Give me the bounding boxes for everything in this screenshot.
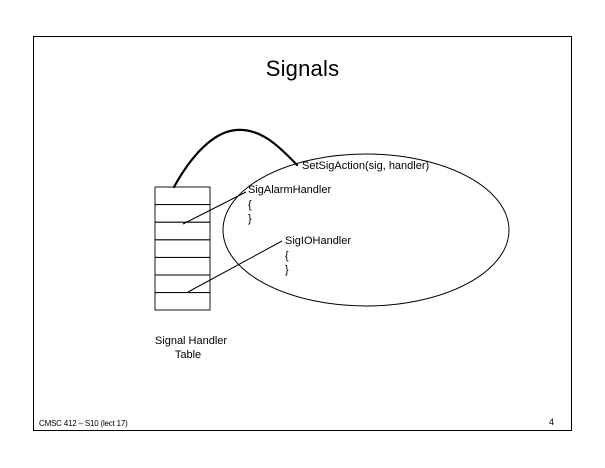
pointer-line-alarm — [182, 191, 247, 225]
handler1-name: SigAlarmHandler — [248, 184, 331, 196]
signal-handler-table — [154, 186, 211, 311]
slide-page-number: 4 — [549, 417, 555, 427]
table-row — [154, 239, 211, 258]
handler2-open-brace: { — [285, 250, 289, 262]
table-row — [154, 274, 211, 294]
slide-frame — [33, 36, 572, 431]
setsigaction-call-label: SetSigAction(sig, handler) — [302, 160, 429, 172]
table-row — [154, 256, 211, 276]
table-label-line1: Signal Handler — [155, 335, 227, 347]
handler2-name: SigIOHandler — [285, 235, 351, 247]
table-to-call-curve — [172, 128, 299, 189]
pointer-line-io — [187, 240, 283, 293]
handler1-open-brace: { — [248, 199, 252, 211]
handler1-close-brace: } — [248, 213, 252, 225]
table-row — [154, 292, 211, 311]
table-row — [154, 186, 211, 206]
handler-ellipse — [222, 153, 510, 307]
handler2-close-brace: } — [285, 264, 289, 276]
slide-title: Signals — [265, 56, 340, 81]
table-row — [154, 204, 211, 223]
table-row — [154, 221, 211, 241]
table-label-line2: Table — [175, 349, 201, 361]
slide-footer-course: CMSC 412 – S10 (lect 17) — [39, 419, 128, 428]
